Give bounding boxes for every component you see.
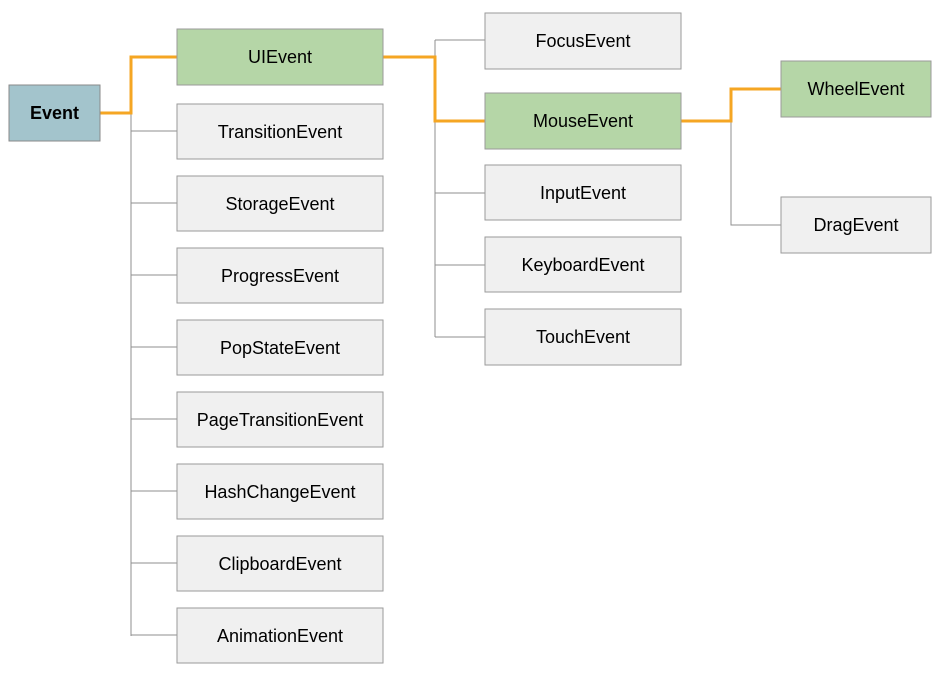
node-label: InputEvent [540,183,626,203]
node-label: FocusEvent [535,31,630,51]
node-box [484,164,682,221]
node-box [484,92,682,150]
node-progressevent[interactable]: ProgressEvent [176,247,384,304]
node-box [780,196,932,254]
node-label: ClipboardEvent [218,554,341,574]
node-box [176,607,384,664]
node-box [176,28,384,86]
node-box [176,319,384,376]
node-box [484,236,682,293]
connectors-event [100,55,177,636]
connector-mouseevent-dragevent [730,121,781,226]
node-box [176,247,384,304]
node-hashchangeevent[interactable]: HashChangeEvent [176,463,384,520]
connectors-uievent [383,39,485,338]
node-event[interactable]: Event [8,84,101,142]
node-clipboardevent[interactable]: ClipboardEvent [176,535,384,592]
node-label: StorageEvent [225,194,334,214]
node-keyboardevent[interactable]: KeyboardEvent [484,236,682,293]
node-dragevent[interactable]: DragEvent [780,196,932,254]
connector-mouseevent-wheelevent [681,87,781,123]
node-box [8,84,101,142]
node-focusevent[interactable]: FocusEvent [484,12,682,70]
node-mouseevent[interactable]: MouseEvent [484,92,682,150]
node-label: AnimationEvent [217,626,343,646]
node-box [176,535,384,592]
node-storageevent[interactable]: StorageEvent [176,175,384,232]
node-label: Event [30,103,79,123]
node-label: PopStateEvent [220,338,340,358]
node-box [176,175,384,232]
node-label: UIEvent [248,47,312,67]
node-wheelevent[interactable]: WheelEvent [780,60,932,118]
node-box [484,12,682,70]
connector-event-uievent [100,55,177,115]
node-transitionevent[interactable]: TransitionEvent [176,103,384,160]
node-touchevent[interactable]: TouchEvent [484,308,682,366]
node-label: TransitionEvent [218,122,342,142]
node-inputevent[interactable]: InputEvent [484,164,682,221]
node-animationevent[interactable]: AnimationEvent [176,607,384,664]
node-label: ProgressEvent [221,266,339,286]
node-pagetransitionevent[interactable]: PageTransitionEvent [176,391,384,448]
node-label: MouseEvent [533,111,633,131]
connector-uievent-mouseevent [383,55,485,123]
node-label: TouchEvent [536,327,630,347]
connectors-mouseevent [681,87,781,226]
node-box [484,308,682,366]
node-label: PageTransitionEvent [197,410,363,430]
node-box [176,103,384,160]
node-label: KeyboardEvent [521,255,644,275]
node-label: DragEvent [813,215,898,235]
node-label: WheelEvent [807,79,904,99]
node-label: HashChangeEvent [204,482,355,502]
node-box [176,463,384,520]
node-popstateevent[interactable]: PopStateEvent [176,319,384,376]
node-box [780,60,932,118]
node-box [176,391,384,448]
node-uievent[interactable]: UIEvent [176,28,384,86]
